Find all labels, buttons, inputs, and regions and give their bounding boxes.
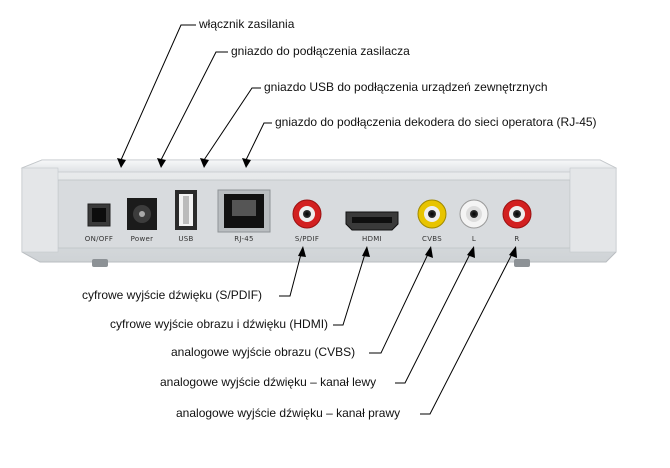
callout-power-socket: gniazdo do podłączenia zasilacza <box>231 44 410 58</box>
leader-power-switch <box>120 24 196 161</box>
audio-right-output <box>502 199 532 229</box>
callout-rj45-socket: gniazdo do podłączenia dekodera do sieci… <box>275 115 597 129</box>
hdmi-output <box>345 211 399 231</box>
cvbs-output <box>417 199 447 229</box>
bottom-leader-lines <box>279 253 513 415</box>
leader-usb <box>203 87 261 161</box>
callout-power-switch: włącznik zasilania <box>199 17 295 31</box>
top-arrowheads <box>117 158 251 168</box>
leader-right <box>420 253 513 415</box>
rj45-socket <box>217 189 271 233</box>
leader-spdif <box>279 253 302 297</box>
top-leader-lines <box>120 24 272 161</box>
callout-usb-socket: gniazdo USB do podłączenia urządzeń zewn… <box>264 80 548 94</box>
callout-audio-right-output: analogowe wyjście dźwięku – kanał prawy <box>176 406 401 420</box>
callout-hdmi-output: cyfrowe wyjście obrazu i dźwięku (HDMI) <box>110 317 329 331</box>
port-label-usb: USB <box>178 235 193 243</box>
port-label-cvbs: CVBS <box>422 235 442 243</box>
port-label-right: R <box>514 235 519 243</box>
usb-socket <box>175 190 197 230</box>
port-label-rj45: RJ-45 <box>234 235 254 243</box>
bottom-arrowheads <box>298 246 517 258</box>
leader-hdmi <box>333 253 366 326</box>
callout-cvbs-output: analogowe wyjście obrazu (CVBS) <box>171 345 356 359</box>
audio-left-output <box>459 199 489 229</box>
leader-rj45 <box>245 122 272 161</box>
port-label-power: Power <box>131 235 154 243</box>
leader-cvbs <box>369 253 429 354</box>
callout-spdif-output: cyfrowe wyjście dźwięku (S/PDIF) <box>82 288 263 302</box>
rubber-foot-right <box>514 259 530 267</box>
port-label-spdif: S/PDIF <box>295 235 319 243</box>
rubber-foot-left <box>92 259 108 267</box>
port-label-left: L <box>472 235 476 243</box>
port-label-hdmi: HDMI <box>362 235 382 243</box>
callout-audio-left-output: analogowe wyjście dźwięku – kanał lewy <box>160 375 377 389</box>
port-label-on-off: ON/OFF <box>85 235 113 243</box>
power-switch <box>87 203 111 227</box>
spdif-output <box>292 199 322 229</box>
leader-left <box>395 253 471 384</box>
power-socket <box>127 198 157 230</box>
leader-power-socket <box>160 51 228 161</box>
